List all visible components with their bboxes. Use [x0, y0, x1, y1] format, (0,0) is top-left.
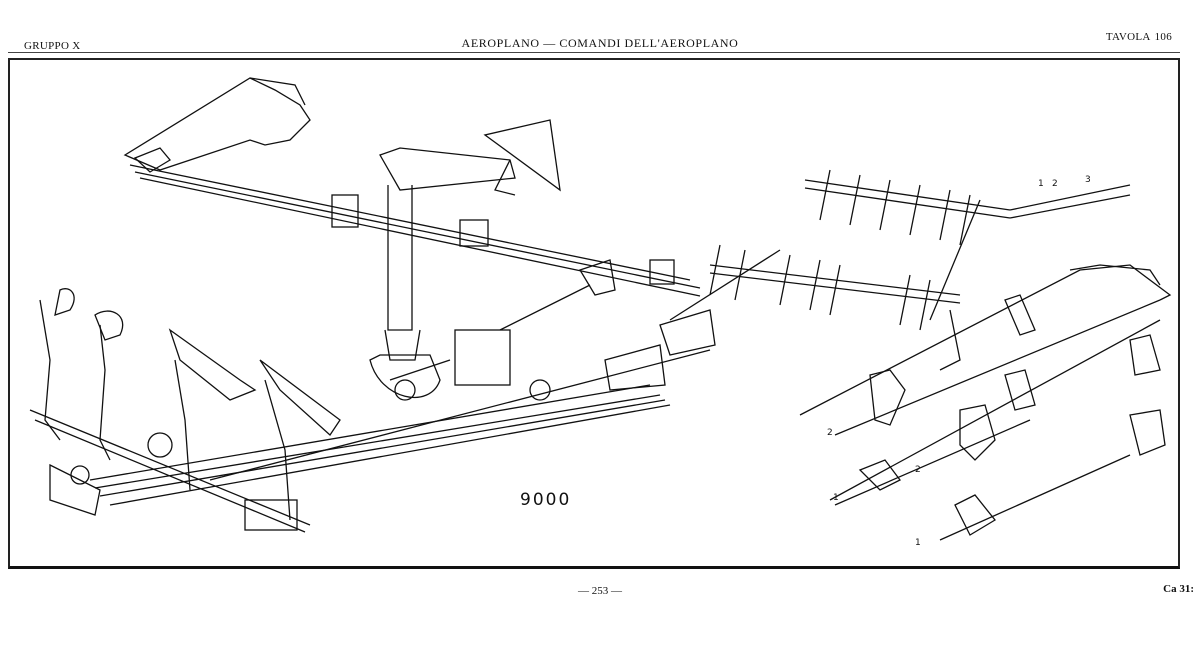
- header-rule: [8, 52, 1180, 53]
- callout-2: 2: [1052, 179, 1058, 189]
- catalog-code: Ca 31:: [1163, 583, 1194, 595]
- callout-3: 3: [1085, 175, 1091, 185]
- figure-number: 9000: [520, 490, 572, 510]
- group-label: GRUPPO X: [24, 40, 81, 52]
- controls-illustration: 1 2 3 2 1 2 1: [29, 77, 1172, 548]
- callout-1b: 1: [833, 493, 839, 503]
- callout-1c: 1: [915, 538, 921, 548]
- callout-2b: 2: [827, 428, 833, 438]
- callout-1: 1: [1038, 179, 1044, 189]
- plate-label-text: TAVOLA: [1105, 31, 1151, 43]
- plate-number: 106: [1154, 31, 1172, 43]
- page-number: — 253 —: [578, 585, 622, 597]
- callout-2c: 2: [915, 465, 921, 475]
- page-title: AEROPLANO — COMANDI DELL'AEROPLANO: [461, 36, 739, 50]
- plate-frame: [8, 58, 1180, 569]
